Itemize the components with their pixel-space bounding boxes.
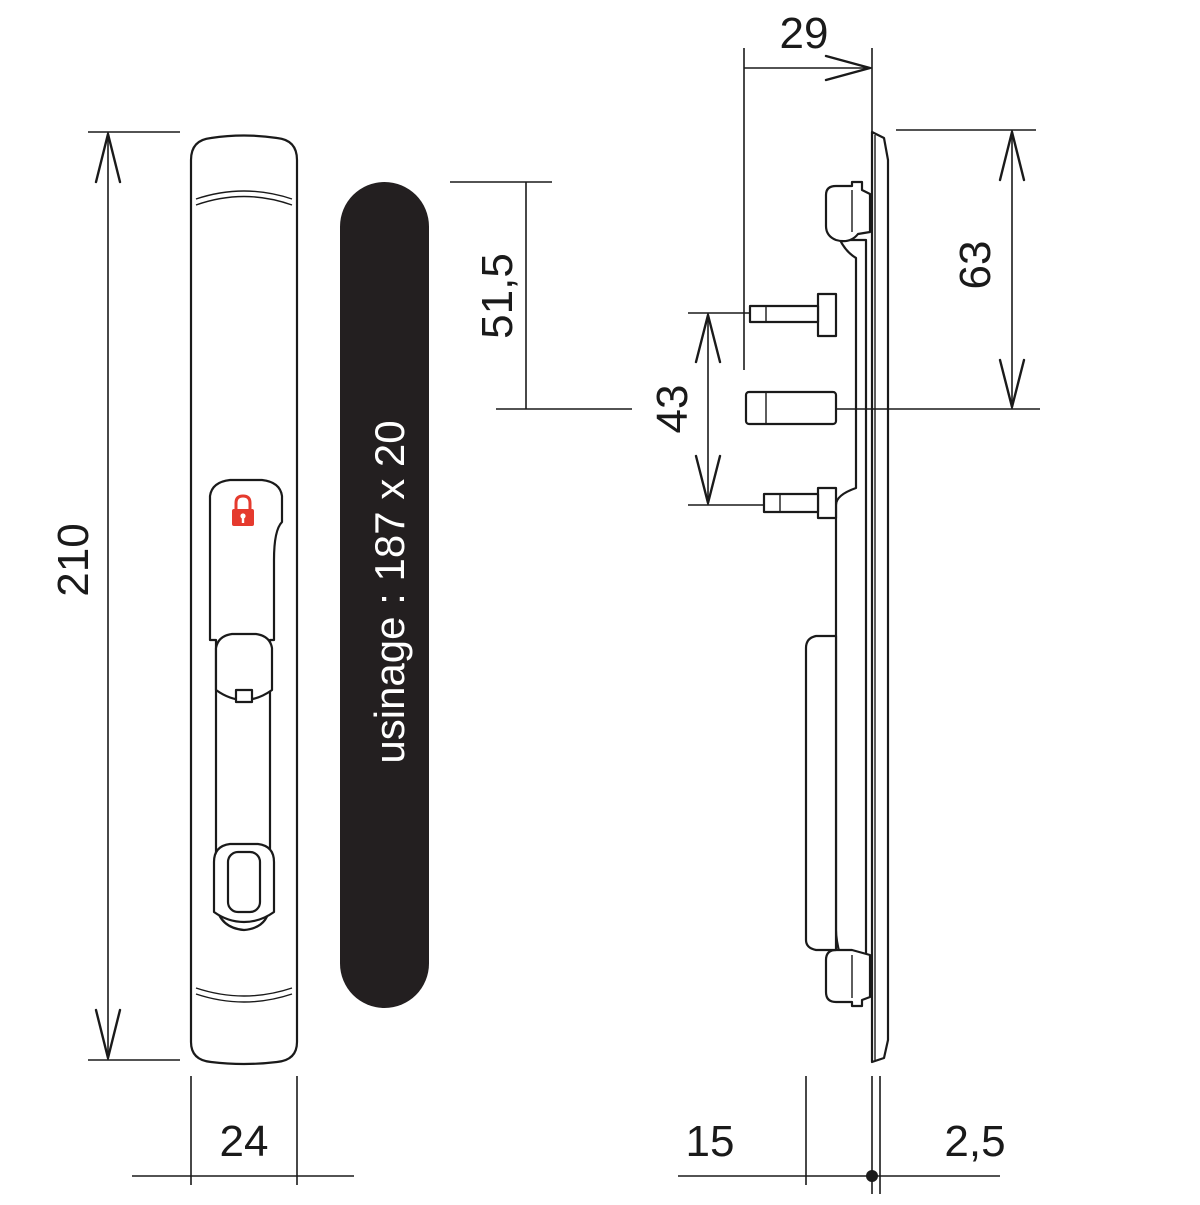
spindle xyxy=(744,390,838,426)
dimension-43-label: 43 xyxy=(648,385,697,434)
handle-body xyxy=(189,134,299,1066)
front-view: 210 xyxy=(49,131,354,1185)
dimension-15-label: 15 xyxy=(686,1117,735,1166)
dimension-43: 43 xyxy=(648,312,764,506)
dimension-51-5-label: 51,5 xyxy=(473,253,522,339)
dimension-15: 15 xyxy=(678,1076,1000,1185)
dimension-29-label: 29 xyxy=(780,9,829,58)
dimension-63: 63 xyxy=(896,129,1036,409)
height-dimension-label: 210 xyxy=(49,523,98,596)
height-dimension: 210 xyxy=(49,131,180,1061)
dimension-51-5: 51,5 xyxy=(450,181,632,410)
dimension-63-label: 63 xyxy=(951,241,1000,290)
upper-pin xyxy=(748,292,838,338)
lower-pin xyxy=(762,486,838,520)
machining-slot-label: usinage : 187 x 20 xyxy=(366,420,413,763)
dimension-2-5-label: 2,5 xyxy=(944,1117,1005,1166)
dimension-2-5: 2,5 xyxy=(866,1076,1006,1194)
machining-slot: usinage : 187 x 20 xyxy=(340,182,429,1008)
width-dimension: 24 xyxy=(132,1076,354,1185)
dimension-29: 29 xyxy=(743,9,873,370)
padlock-icon xyxy=(232,494,254,526)
side-view: 29 51,5 43 63 xyxy=(450,9,1040,1194)
width-dimension-label: 24 xyxy=(220,1117,269,1166)
